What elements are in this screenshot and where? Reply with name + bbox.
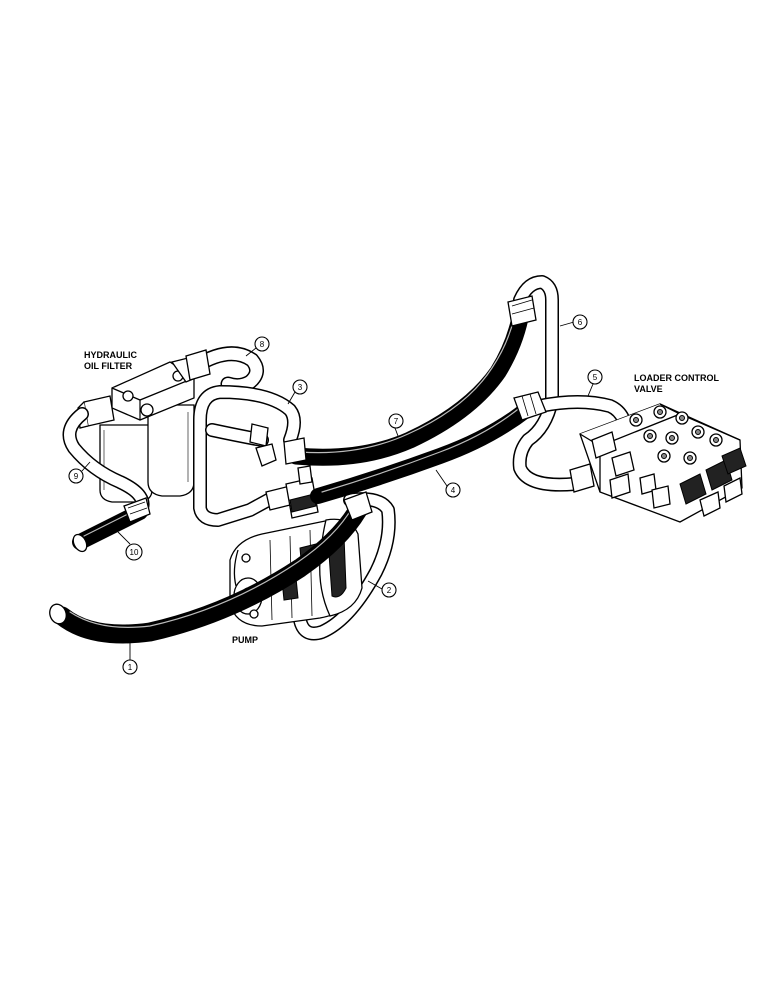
hydraulic-oil-filter xyxy=(77,355,201,503)
hose-10 xyxy=(72,497,151,553)
svg-text:4: 4 xyxy=(451,486,456,495)
svg-text:1: 1 xyxy=(128,663,133,672)
callout-10: 10 xyxy=(117,531,143,561)
svg-text:10: 10 xyxy=(130,548,139,557)
pump-label: PUMP xyxy=(232,635,258,645)
svg-text:2: 2 xyxy=(387,586,392,595)
hose-3 xyxy=(193,385,301,527)
callout-3: 3 xyxy=(287,379,308,405)
tee-fitting xyxy=(285,465,319,519)
svg-text:5: 5 xyxy=(593,373,598,382)
hose-7 xyxy=(283,295,537,466)
hose-6 xyxy=(512,275,581,492)
hose-2 xyxy=(293,492,396,641)
return-tube xyxy=(205,423,295,511)
svg-text:3: 3 xyxy=(298,383,303,392)
valve-label-line1: LOADER CONTROL xyxy=(634,373,719,383)
filter-label-line1: HYDRAULIC xyxy=(84,350,137,360)
svg-text:6: 6 xyxy=(578,318,583,327)
hose-9 xyxy=(62,407,150,519)
callout-5: 5 xyxy=(587,369,603,397)
hose-1 xyxy=(49,491,373,644)
svg-text:9: 9 xyxy=(74,472,79,481)
svg-text:7: 7 xyxy=(394,417,399,426)
loader-control-valve xyxy=(569,403,747,523)
callout-1: 1 xyxy=(122,640,138,675)
hose-4 xyxy=(310,391,547,504)
filter-label-line2: OIL FILTER xyxy=(84,361,133,371)
callout-9: 9 xyxy=(68,461,91,484)
hose-8 xyxy=(185,346,264,394)
callout-6: 6 xyxy=(559,314,588,330)
callout-8: 8 xyxy=(245,336,270,357)
callout-2: 2 xyxy=(367,580,397,598)
svg-text:8: 8 xyxy=(260,340,265,349)
callout-4: 4 xyxy=(435,469,461,498)
callout-7: 7 xyxy=(388,413,404,437)
valve-label-line2: VALVE xyxy=(634,384,663,394)
